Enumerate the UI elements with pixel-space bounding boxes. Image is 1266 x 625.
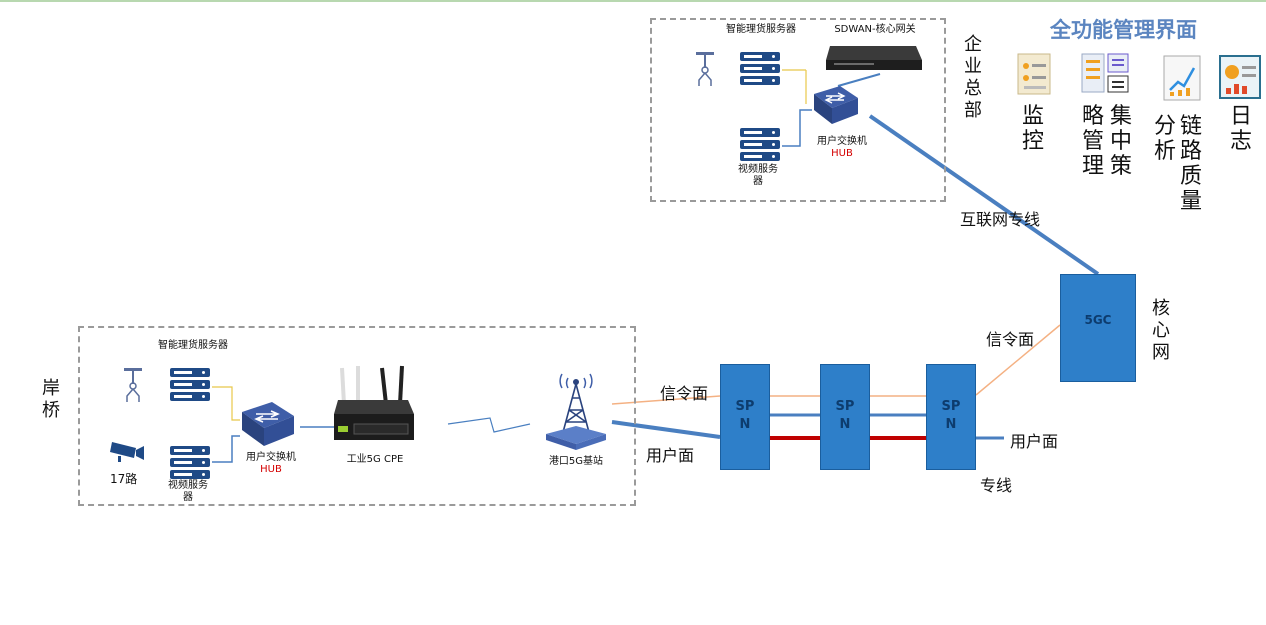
shore-switch-icon [242,402,294,446]
shore-video-server-icon [170,446,210,482]
top-border [0,0,1266,2]
hq-gateway-link [837,73,881,87]
shore-hub-label: HUB [260,464,282,475]
robot-arm-icon [696,52,714,86]
signal-plane-label-bs: 信令面 [660,384,709,403]
cpe-router-icon [334,365,414,440]
shore-smart-server-link [212,386,240,421]
shore-video-server-label: 视频服务器 [168,480,208,503]
user-plane-label-right: 用户面 [1010,432,1059,451]
shore-switch-label: 用户交换机 [246,452,296,463]
bs-signal-link [611,395,721,405]
signal-plane-label-core: 信令面 [986,330,1035,349]
hq-video-server-label: 视频服务器 [738,164,778,187]
report-icon [1219,55,1261,99]
policy-list-icon [1081,53,1129,93]
spn-node-1: SP N [720,364,770,470]
spn-node-3: SP N [926,364,976,470]
dedicated-line-label: 专线 [980,476,1013,495]
sdwan-gateway-icon [826,46,922,70]
function-label-monitor: 监控 [1021,104,1044,154]
hq-switch-icon [814,86,858,124]
shore-video-server-link [212,435,240,463]
wireless-link [447,417,531,433]
spn-node-2: SP N [820,364,870,470]
hq-switch-label: 用户交换机 [817,136,867,147]
hq-smart-server-icon [740,52,780,88]
hq-hub-label: HUB [831,148,853,159]
base-station-icon [546,373,606,450]
panel-title: 全功能管理界面 [1050,17,1197,42]
line-chart-icon [1163,55,1201,101]
camera-count-label: 17路 [110,472,138,486]
base-station-label: 港口5G基站 [548,456,604,467]
hq-video-server-link [782,109,812,147]
shore-smart-server-label: 智能理货服务器 [158,340,228,351]
shore-zone-label: 岸桥 [42,378,60,421]
bs-user-link [611,420,721,439]
core-signal-link [975,324,1061,396]
function-label-log: 日志 [1229,104,1252,154]
shore-robot-arm-icon [124,368,142,402]
hq-smart-server-label: 智能理货服务器 [726,24,796,35]
hq-zone [650,18,946,202]
hq-zone-label: 企业总部 [964,34,982,121]
internet-line-label: 互联网专线 [960,210,1041,229]
hq-gateway-label: SDWAN-核心网关 [834,24,916,35]
hq-video-server-icon [740,128,780,164]
core-5gc: 5GC [1060,274,1136,382]
camera-icon [110,442,144,462]
cpe-label: 工业5G CPE [346,454,404,465]
core-network-label: 核心网 [1152,298,1170,363]
shore-zone [78,326,636,506]
user-plane-label-bs: 用户面 [646,446,695,465]
shore-smart-server-icon [170,368,210,404]
monitor-doc-icon [1017,53,1051,95]
internet-dedicated-line [868,114,1100,276]
